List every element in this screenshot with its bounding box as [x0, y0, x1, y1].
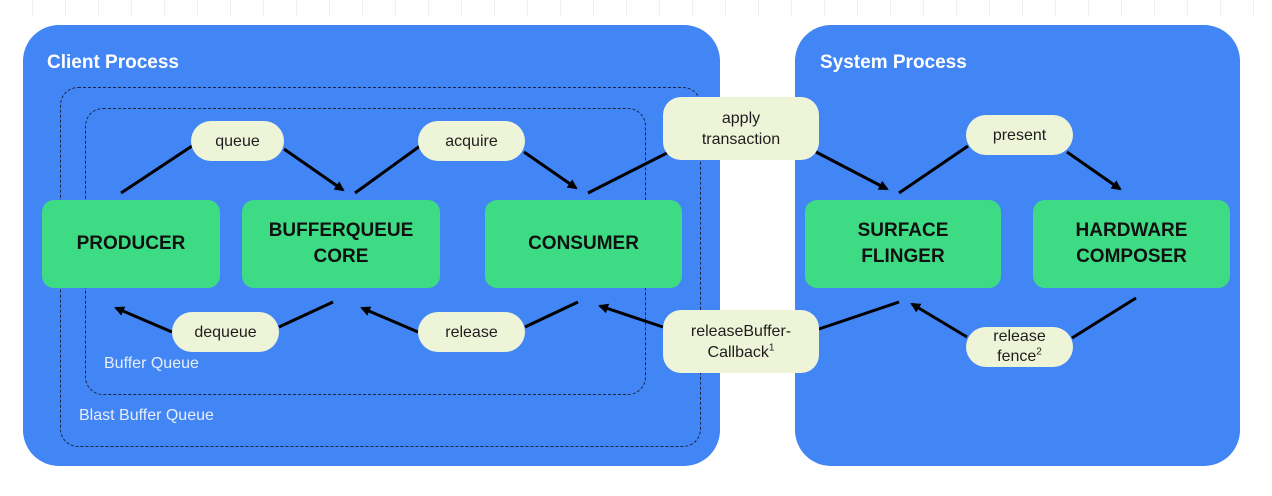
release-buffer-callback-arrow-head — [598, 303, 664, 329]
present-arrow-tail — [898, 144, 969, 195]
queue-arrow-tail — [120, 144, 193, 195]
apply-transaction-arrow-head — [815, 150, 889, 191]
acquire-arrow-tail — [354, 144, 421, 195]
dequeue-label: dequeue — [172, 312, 279, 352]
queue-label: queue — [191, 121, 284, 161]
consumer-node: CONSUMER — [485, 200, 682, 288]
client-process-title: Client Process — [47, 52, 179, 73]
release-buffer-callback-label: releaseBuffer- Callback1 — [663, 310, 819, 373]
buffer-queue-label: Buffer Queue — [104, 355, 199, 372]
acquire-arrow-head — [523, 150, 578, 190]
release-label: release — [418, 312, 525, 352]
hardware-composer-node: HARDWARE COMPOSER — [1033, 200, 1230, 288]
system-process-title: System Process — [820, 52, 967, 73]
dequeue-arrow-head — [114, 306, 173, 334]
release-fence-label: release fence2 — [966, 327, 1073, 367]
release-fence-arrow-head — [910, 302, 968, 339]
release-arrow-tail — [524, 300, 579, 329]
apply-transaction-label: apply transaction — [663, 97, 819, 160]
footnote-1: 1 — [768, 342, 775, 354]
release-fence-arrow-tail — [1071, 296, 1137, 340]
release-buffer-callback-arrow-tail — [818, 300, 900, 331]
background-grid — [0, 0, 1272, 16]
producer-node: PRODUCER — [42, 200, 220, 288]
blast-buffer-queue-label: Blast Buffer Queue — [79, 407, 214, 424]
bufferqueue-core-node: BUFFERQUEUE CORE — [242, 200, 440, 288]
apply-transaction-arrow-tail — [587, 151, 668, 195]
acquire-label: acquire — [418, 121, 525, 161]
surface-flinger-node: SURFACE FLINGER — [805, 200, 1001, 288]
queue-arrow-head — [283, 147, 345, 192]
present-label: present — [966, 115, 1073, 155]
release-arrow-head — [360, 306, 419, 334]
present-arrow-head — [1066, 150, 1122, 191]
dequeue-arrow-tail — [278, 300, 334, 329]
footnote-2: 2 — [1036, 346, 1042, 358]
